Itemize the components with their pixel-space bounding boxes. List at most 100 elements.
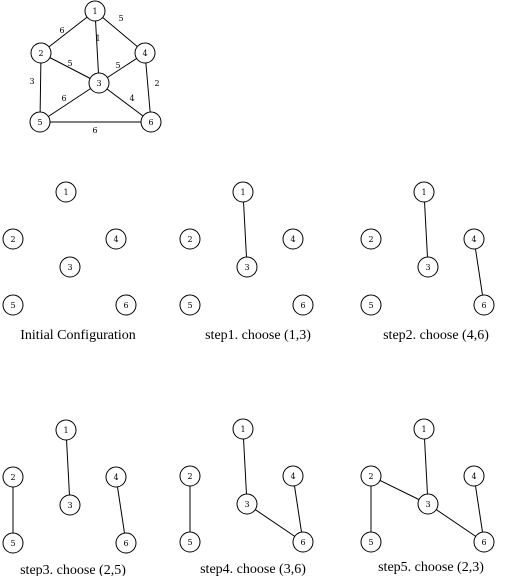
chosen-edge-3-6 bbox=[246, 503, 304, 543]
node-1: 1 bbox=[55, 181, 77, 203]
chosen-edges bbox=[12, 429, 127, 544]
node-1: 1 bbox=[413, 181, 435, 203]
chosen-edge-1-3 bbox=[242, 191, 248, 268]
node-label: 4 bbox=[290, 472, 295, 481]
node-label: 5 bbox=[368, 538, 373, 547]
node-1: 1 bbox=[413, 418, 435, 440]
node-circle bbox=[292, 531, 314, 553]
node-label: 5 bbox=[187, 538, 192, 547]
node-circle bbox=[463, 228, 485, 250]
node-5: 5 bbox=[179, 531, 201, 553]
node-label: 6 bbox=[148, 118, 153, 127]
node-label: 2 bbox=[10, 473, 15, 482]
node-3: 3 bbox=[59, 494, 81, 516]
node-label: 6 bbox=[300, 301, 305, 310]
node-label: 3 bbox=[244, 263, 249, 272]
node-circle bbox=[2, 532, 24, 554]
node-circle bbox=[30, 42, 52, 64]
node-label: 5 bbox=[368, 301, 373, 310]
node-6: 6 bbox=[473, 294, 495, 316]
node-label: 2 bbox=[187, 235, 192, 244]
chosen-edges bbox=[189, 428, 304, 543]
node-label: 4 bbox=[142, 49, 147, 58]
node-circle bbox=[417, 493, 439, 515]
node-4: 4 bbox=[134, 42, 156, 64]
chosen-edge-4-6 bbox=[473, 475, 485, 543]
node-label: 5 bbox=[10, 539, 15, 548]
node-1: 1 bbox=[84, 0, 106, 22]
node-circle bbox=[105, 466, 127, 488]
node-label: 3 bbox=[96, 79, 101, 88]
panel-caption: step2. choose (4,6) bbox=[383, 328, 489, 343]
chosen-edge-3-6 bbox=[427, 503, 485, 543]
node-label: 6 bbox=[123, 539, 128, 548]
edge-3-5 bbox=[39, 82, 100, 123]
edge-weight-4-6: 2 bbox=[154, 79, 159, 88]
node-circle bbox=[232, 181, 254, 203]
chosen-edges bbox=[423, 191, 485, 306]
edge-weight-1-3: 1 bbox=[95, 34, 100, 43]
node-circle bbox=[88, 72, 110, 94]
node-circle bbox=[473, 531, 495, 553]
node-circle bbox=[413, 418, 435, 440]
node-circle bbox=[179, 294, 201, 316]
edge-3-6 bbox=[98, 82, 152, 123]
node-label: 4 bbox=[290, 235, 295, 244]
node-5: 5 bbox=[179, 294, 201, 316]
node-6: 6 bbox=[115, 532, 137, 554]
edge-weight-1-4: 5 bbox=[118, 14, 123, 23]
node-4: 4 bbox=[282, 465, 304, 487]
node-circle bbox=[134, 42, 156, 64]
node-2: 2 bbox=[30, 42, 52, 64]
node-1: 1 bbox=[232, 418, 254, 440]
node-4: 4 bbox=[105, 228, 127, 250]
node-circle bbox=[282, 228, 304, 250]
node-5: 5 bbox=[360, 531, 382, 553]
edge-1-2 bbox=[40, 10, 96, 54]
node-2: 2 bbox=[360, 465, 382, 487]
node-3: 3 bbox=[236, 493, 258, 515]
panel-caption: Initial Configuration bbox=[20, 328, 135, 343]
edge-weight-3-5: 6 bbox=[61, 94, 66, 103]
node-label: 1 bbox=[92, 7, 97, 16]
edge-weight-2-5: 3 bbox=[29, 77, 34, 86]
node-circle bbox=[236, 493, 258, 515]
node-4: 4 bbox=[463, 228, 485, 250]
node-label: 3 bbox=[67, 263, 72, 272]
panel-caption: step5. choose (2,3) bbox=[378, 560, 484, 575]
node-label: 2 bbox=[38, 49, 43, 58]
node-circle bbox=[55, 181, 77, 203]
edge-weight-3-6: 4 bbox=[129, 94, 134, 103]
node-circle bbox=[2, 294, 24, 316]
node-2: 2 bbox=[179, 465, 201, 487]
chosen-edge-1-3 bbox=[423, 428, 429, 505]
node-6: 6 bbox=[140, 111, 162, 133]
edge-4-6 bbox=[144, 52, 152, 123]
node-1: 1 bbox=[232, 181, 254, 203]
node-label: 5 bbox=[37, 118, 42, 127]
node-circle bbox=[417, 256, 439, 278]
node-circle bbox=[29, 111, 51, 133]
chosen-edge-4-6 bbox=[473, 238, 485, 306]
node-label: 1 bbox=[240, 188, 245, 197]
node-5: 5 bbox=[29, 111, 51, 133]
node-circle bbox=[413, 181, 435, 203]
node-label: 6 bbox=[300, 538, 305, 547]
node-2: 2 bbox=[2, 466, 24, 488]
edge-1-3 bbox=[94, 10, 100, 84]
node-5: 5 bbox=[2, 294, 24, 316]
node-label: 1 bbox=[421, 425, 426, 434]
node-circle bbox=[179, 228, 201, 250]
node-circle bbox=[140, 111, 162, 133]
node-circle bbox=[59, 256, 81, 278]
node-5: 5 bbox=[360, 294, 382, 316]
node-2: 2 bbox=[179, 228, 201, 250]
